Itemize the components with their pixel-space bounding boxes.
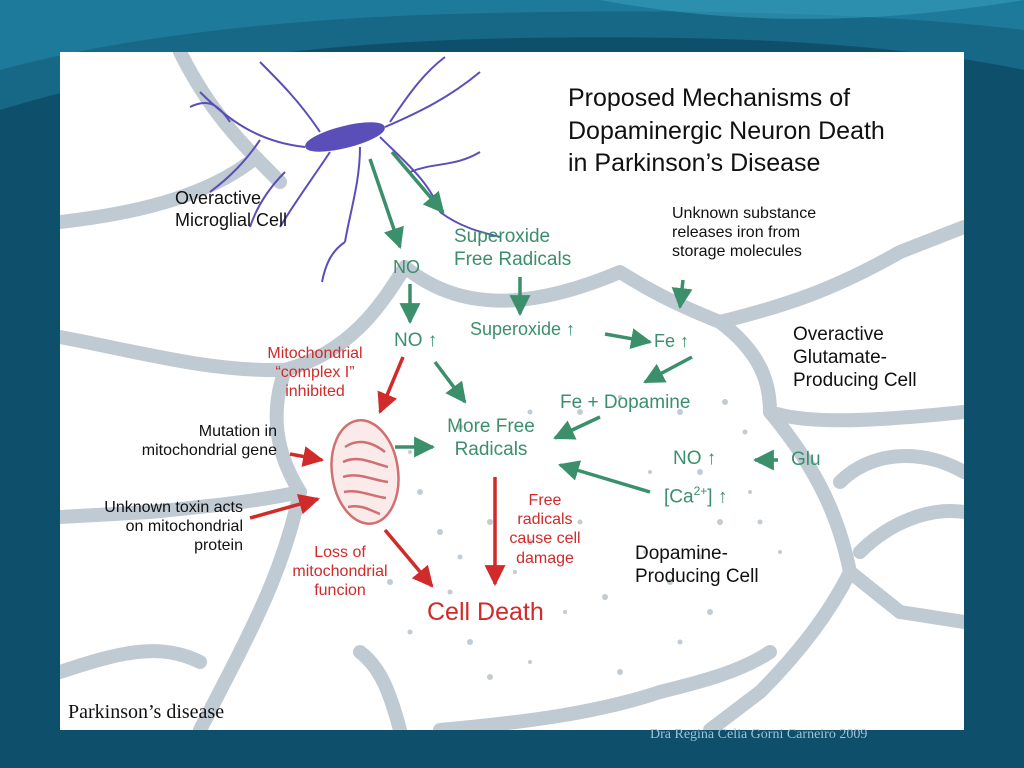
slide-credit: Dra Regina Celia Gorni Carneiro 2009 xyxy=(650,727,868,742)
label-unknown-toxin: Unknown toxin acts on mitochondrial prot… xyxy=(104,499,243,555)
label-complex-inhibited: Mitochondrial “complex I” inhibited xyxy=(267,345,363,401)
label-dopamine-cell: Dopamine- Producing Cell xyxy=(635,543,759,587)
label-superoxide-free-radicals: Superoxide Free Radicals xyxy=(454,226,572,270)
label-fe-dopamine: Fe + Dopamine xyxy=(560,392,691,413)
diagram-title: Proposed Mechanisms of Dopaminergic Neur… xyxy=(568,82,885,180)
label-free-radicals-damage: Free radicals cause cell damage xyxy=(509,492,581,567)
label-glutamate-cell: Overactive Glutamate- Producing Cell xyxy=(793,324,917,391)
title-line-3: in Parkinson’s Disease xyxy=(568,149,821,177)
label-superoxide-up: Superoxide ↑ xyxy=(470,319,576,339)
red-arrows xyxy=(249,356,506,588)
label-fe-up: Fe ↑ xyxy=(654,331,690,351)
label-loss-of-function: Loss of mitochondrial funcion xyxy=(292,544,388,600)
title-line-2: Dopaminergic Neuron Death xyxy=(568,116,885,145)
green-arrows xyxy=(368,150,778,494)
label-cell-death: Cell Death xyxy=(427,598,544,626)
label-mutation: Mutation in mitochondrial gene xyxy=(141,423,277,460)
label-no-up: NO ↑ xyxy=(394,330,438,351)
label-more-free-radicals: More Free Radicals xyxy=(447,416,535,460)
label-microglial-cell: Overactive Microglial Cell xyxy=(175,188,288,230)
diagram-panel: Proposed Mechanisms of Dopaminergic Neur… xyxy=(60,52,964,730)
mitochondrion-drawing xyxy=(330,419,400,525)
microglial-cell-drawing xyxy=(189,56,501,283)
cell-outlines xyxy=(60,52,964,730)
title-line-1: Proposed Mechanisms of xyxy=(568,84,851,112)
caption: Parkinson’s disease xyxy=(68,701,225,723)
label-calcium-up: [Ca2+] ↑ xyxy=(664,484,728,508)
label-glu: Glu xyxy=(791,449,821,470)
label-no-up-right: NO ↑ xyxy=(673,448,717,469)
label-no: NO xyxy=(393,257,420,277)
diagram-artwork xyxy=(60,52,964,730)
label-unknown-substance: Unknown substance releases iron from sto… xyxy=(672,205,817,261)
